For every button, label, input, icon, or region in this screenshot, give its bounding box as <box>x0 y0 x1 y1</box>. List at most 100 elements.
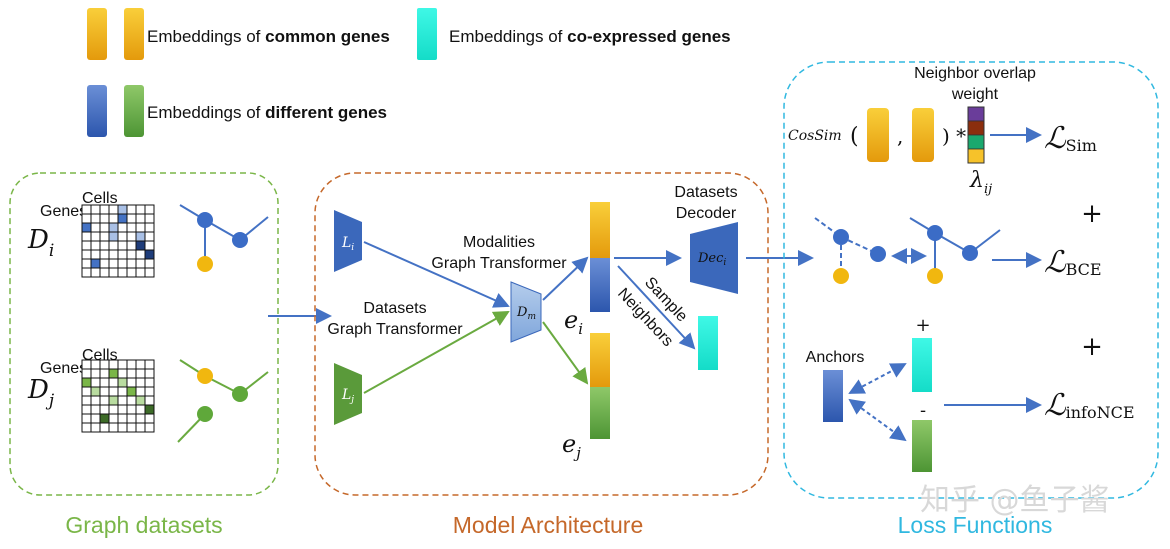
matrix-cell <box>108 231 119 242</box>
matrix-cell <box>81 377 92 388</box>
matrix-cell <box>99 249 110 260</box>
di-matrix <box>81 204 155 278</box>
datasets-decoder-label-2: Decoder <box>676 205 737 222</box>
bce-node <box>962 245 978 261</box>
matrix-cell <box>135 359 146 370</box>
l-sim-symbol: ℒSim <box>1044 121 1097 156</box>
di-node <box>197 212 213 228</box>
matrix-cell <box>144 213 155 224</box>
di-symbol: Di <box>27 225 54 261</box>
matrix-cell <box>117 249 128 260</box>
decoder-block <box>690 222 738 294</box>
dj-node <box>232 386 248 402</box>
li-encoder <box>334 210 362 272</box>
matrix-cell <box>99 258 110 269</box>
matrix-cell <box>81 249 92 260</box>
matrix-cell <box>108 222 119 233</box>
matrix-cell <box>99 240 110 251</box>
datasets-gt-label-2: Graph Transformer <box>327 321 463 338</box>
matrix-cell <box>108 258 119 269</box>
matrix-cell <box>81 222 92 233</box>
legend: Embeddings of common genes Embeddings of… <box>87 8 731 137</box>
lambda-symbol: λij <box>969 168 992 197</box>
matrix-cell <box>144 249 155 260</box>
li-to-dm-arrow <box>363 241 510 308</box>
sim-embedding-2 <box>912 108 934 162</box>
legend-common-swatch-2 <box>124 8 144 60</box>
matrix-cell <box>117 377 128 388</box>
matrix-cell <box>135 422 146 433</box>
matrix-cell <box>108 368 119 379</box>
matrix-cell <box>144 258 155 269</box>
matrix-cell <box>90 395 101 406</box>
ej-embedding-different <box>590 387 610 439</box>
matrix-cell <box>90 213 101 224</box>
l-bce-symbol: ℒBCE <box>1044 245 1102 280</box>
matrix-cell <box>81 204 92 215</box>
matrix-cell <box>90 204 101 215</box>
di-cells-label: Cells <box>82 190 118 207</box>
bce-node <box>833 268 849 284</box>
matrix-cell <box>90 222 101 233</box>
matrix-cell <box>90 359 101 370</box>
anchors-label: Anchors <box>806 349 865 366</box>
matrix-cell <box>135 258 146 269</box>
legend-different-swatch-blue <box>87 85 107 137</box>
matrix-cell <box>117 413 128 424</box>
lj-to-dm-arrow <box>363 311 510 394</box>
weight-vector <box>967 106 985 164</box>
matrix-cell <box>126 395 137 406</box>
bce-node <box>870 246 886 262</box>
matrix-cell <box>108 413 119 424</box>
graph-datasets-title: Graph datasets <box>65 512 222 538</box>
matrix-cell <box>99 222 110 233</box>
matrix-cell <box>135 395 146 406</box>
bce-node <box>927 225 943 241</box>
matrix-cell <box>144 377 155 388</box>
sim-embedding-1 <box>867 108 889 162</box>
matrix-cell <box>99 267 110 278</box>
loss-functions-panel: Loss Functions Neighbor overlap weight C… <box>783 61 1159 538</box>
matrix-cell <box>126 249 137 260</box>
li-label: Li <box>341 235 354 253</box>
plus-sign-2: + <box>1081 332 1103 362</box>
cossim-comma: , <box>897 124 903 148</box>
ei-symbol: ei <box>564 306 583 338</box>
matrix-cell <box>108 213 119 224</box>
matrix-cell <box>81 240 92 251</box>
neighbor-overlap-label-2: weight <box>951 86 999 103</box>
matrix-cell <box>99 213 110 224</box>
bce-graph-right <box>909 217 1001 284</box>
matrix-cell <box>99 395 110 406</box>
matrix-cell <box>117 240 128 251</box>
legend-coexpressed-label: Embeddings of co-expressed genes <box>449 27 731 46</box>
matrix-cell <box>108 377 119 388</box>
matrix-cell <box>135 222 146 233</box>
bce-node <box>833 229 849 245</box>
matrix-cell <box>90 422 101 433</box>
weight-frame <box>967 106 985 164</box>
cossim-label: CosSim <box>788 128 842 144</box>
matrix-cell <box>144 395 155 406</box>
matrix-cell <box>144 386 155 397</box>
dm-to-ei-arrow <box>542 256 589 301</box>
legend-different-swatch-green <box>124 85 144 137</box>
matrix-cell <box>117 404 128 415</box>
watermark: 知乎 @鱼子酱 <box>920 483 1110 518</box>
matrix-cell <box>135 386 146 397</box>
matrix-cell <box>90 413 101 424</box>
matrix-cell <box>81 386 92 397</box>
matrix-cell <box>81 213 92 224</box>
legend-common-label: Embeddings of common genes <box>147 27 390 46</box>
matrix-cell <box>81 368 92 379</box>
matrix-cell <box>144 231 155 242</box>
matrix-cell <box>117 422 128 433</box>
anchor-negative-arrow <box>848 398 907 442</box>
coexpressed-embedding <box>698 316 718 370</box>
matrix-cell <box>117 213 128 224</box>
matrix-cell <box>126 231 137 242</box>
loss-functions-title: Loss Functions <box>898 512 1053 538</box>
matrix-cell <box>108 240 119 251</box>
matrix-cell <box>126 222 137 233</box>
